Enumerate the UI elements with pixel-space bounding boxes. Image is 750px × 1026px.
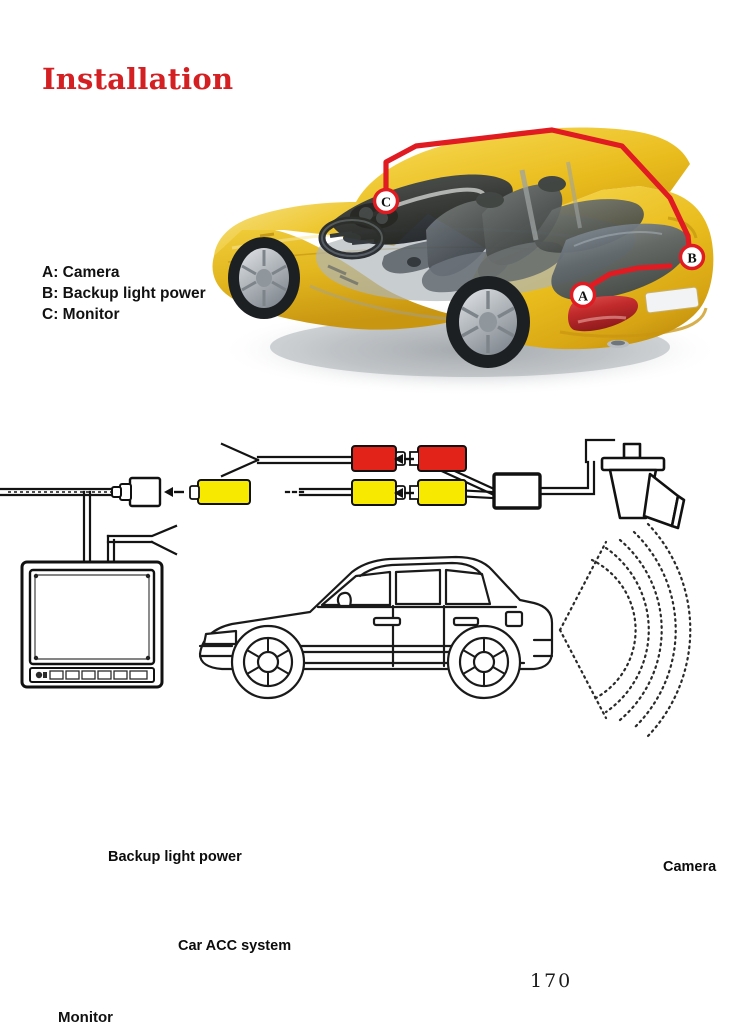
legend-item-c: C: Monitor <box>42 306 120 323</box>
top-illustration-section: Installation <box>0 0 750 400</box>
rca-yellow-male-connector <box>409 479 467 506</box>
marker-b-label: B <box>687 252 696 267</box>
red-mate-arrow <box>394 454 414 464</box>
legend: A: Camera B: Backup light power C: Monit… <box>42 262 206 325</box>
page-title: Installation <box>42 62 234 96</box>
marker-a: A <box>569 281 597 309</box>
car-acc-lead <box>106 524 178 564</box>
junction-to-camera-cable <box>536 460 596 496</box>
license-plate <box>644 286 700 314</box>
legend-item-b: B: Backup light power <box>42 285 206 302</box>
monitor-power-led <box>35 671 43 679</box>
monitor-barrel-jack <box>111 476 162 508</box>
view-angle-label: 170 <box>530 970 573 992</box>
marker-b: B <box>678 243 706 271</box>
rear-window <box>551 223 690 301</box>
marker-c: C <box>372 187 400 215</box>
monitor-mate-arrow <box>164 487 184 497</box>
yellow-mate-arrow <box>394 488 414 498</box>
car-acc-system-label: Car ACC system <box>178 938 292 954</box>
monitor-label: Monitor <box>58 1009 113 1026</box>
backup-light-power-lead <box>220 442 354 478</box>
sedan-front-wheel <box>230 624 306 700</box>
monitor-button-row[interactable] <box>49 670 148 680</box>
front-seats <box>421 176 566 293</box>
steering-wheel <box>318 216 386 260</box>
wiring-schematic <box>0 438 692 738</box>
junction-box <box>492 472 542 510</box>
monitor-unit <box>20 560 164 689</box>
sedan-rear-wheel <box>446 624 522 700</box>
backup-light-power-label: Backup light power <box>108 849 242 865</box>
rca-yellow-monitor-connector <box>189 479 251 505</box>
wire-markers: C B A <box>372 187 706 309</box>
camera-unit <box>600 442 686 530</box>
legend-item-a: A: Camera <box>42 264 120 281</box>
rca-red-male-connector <box>409 445 467 472</box>
camera-bracket-arm <box>584 438 616 464</box>
car-cutaway-illustration: C B A <box>212 127 722 396</box>
marker-c-label: C <box>381 196 391 211</box>
front-wheel <box>228 237 300 319</box>
camera-label: Camera <box>663 859 717 875</box>
wiring-schematic-section: Backup light power Car ACC system Camera… <box>0 400 750 1026</box>
marker-a-label: A <box>578 290 589 305</box>
camera-view-cone <box>558 522 692 738</box>
rear-wheel <box>446 276 530 368</box>
